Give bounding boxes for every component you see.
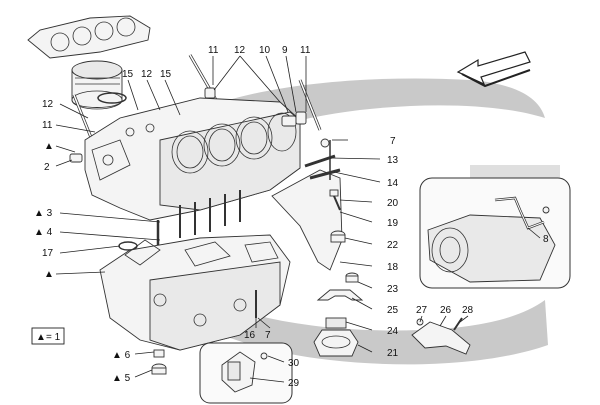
dowel-pins (69, 87, 330, 163)
mount-bushings (330, 230, 359, 283)
callout-28: 28 (462, 305, 474, 316)
callout-9: 9 (282, 45, 288, 56)
callout-6: ▲ 6 (112, 350, 131, 361)
callout-15b: 15 (160, 69, 172, 80)
callout-26: 26 (440, 305, 452, 316)
callout-3: ▲ 3 (34, 208, 53, 219)
leader-lines (55, 55, 541, 383)
callout-14: 14 (387, 178, 399, 189)
head-gasket (27, 15, 151, 59)
callout-11b: 11 (300, 45, 311, 56)
callout-8: 8 (543, 234, 549, 245)
callout-12a: 12 (234, 45, 246, 56)
drain-plug (151, 349, 167, 375)
legend-symbol: ▲ (36, 332, 46, 343)
callout-4: ▲ 4 (34, 227, 53, 238)
o-ring (97, 92, 127, 104)
callout-18: 18 (387, 262, 399, 273)
cylinder-liner (71, 60, 123, 110)
callout-7b: 7 (265, 330, 271, 341)
callout-12b: 12 (141, 69, 153, 80)
callout-10: 10 (259, 45, 271, 56)
callout-13: 13 (387, 155, 399, 166)
callout-22: 22 (387, 240, 399, 251)
callout-19: 19 (387, 218, 399, 229)
cylinder-block (84, 97, 301, 221)
callout-21: 21 (387, 348, 399, 359)
direction-arrow-icon (456, 51, 531, 88)
engine-mount (313, 317, 359, 357)
callout-20: 20 (387, 198, 399, 209)
detail-inset-cover (199, 342, 293, 404)
transmission-bracket (411, 317, 471, 355)
callout-5: ▲ 5 (112, 373, 131, 384)
callout-12c: 12 (42, 99, 54, 110)
lower-crankcase (99, 234, 291, 351)
callout-24: 24 (387, 326, 399, 337)
callout-15a: 15 (122, 69, 134, 80)
callout-25: 25 (387, 305, 399, 316)
callout-11a: 11 (208, 45, 219, 56)
callout-2: 2 (44, 162, 50, 173)
callout-17: 17 (42, 248, 54, 259)
sealing-ring (118, 241, 138, 251)
callout-29: 29 (288, 378, 300, 389)
callout-16: 16 (244, 330, 256, 341)
mount-clamp (316, 289, 364, 301)
detail-inset-transmission (419, 177, 571, 289)
callout-7a: 7 (390, 136, 396, 147)
callout-triangle-2: ▲ (44, 269, 54, 280)
callout-30: 30 (288, 358, 300, 369)
engine-mount-bracket (271, 140, 343, 271)
callout-27: 27 (416, 305, 428, 316)
legend-text: = 1 (46, 332, 61, 343)
callout-labels: 11 12 10 9 11 15 12 15 12 11 ▲ 2 7 13 14… (34, 45, 549, 389)
callout-23: 23 (387, 284, 399, 295)
callout-triangle-1: ▲ (44, 141, 54, 152)
callout-11c: 11 (42, 120, 53, 131)
legend-box: ▲ = 1 (31, 327, 65, 345)
